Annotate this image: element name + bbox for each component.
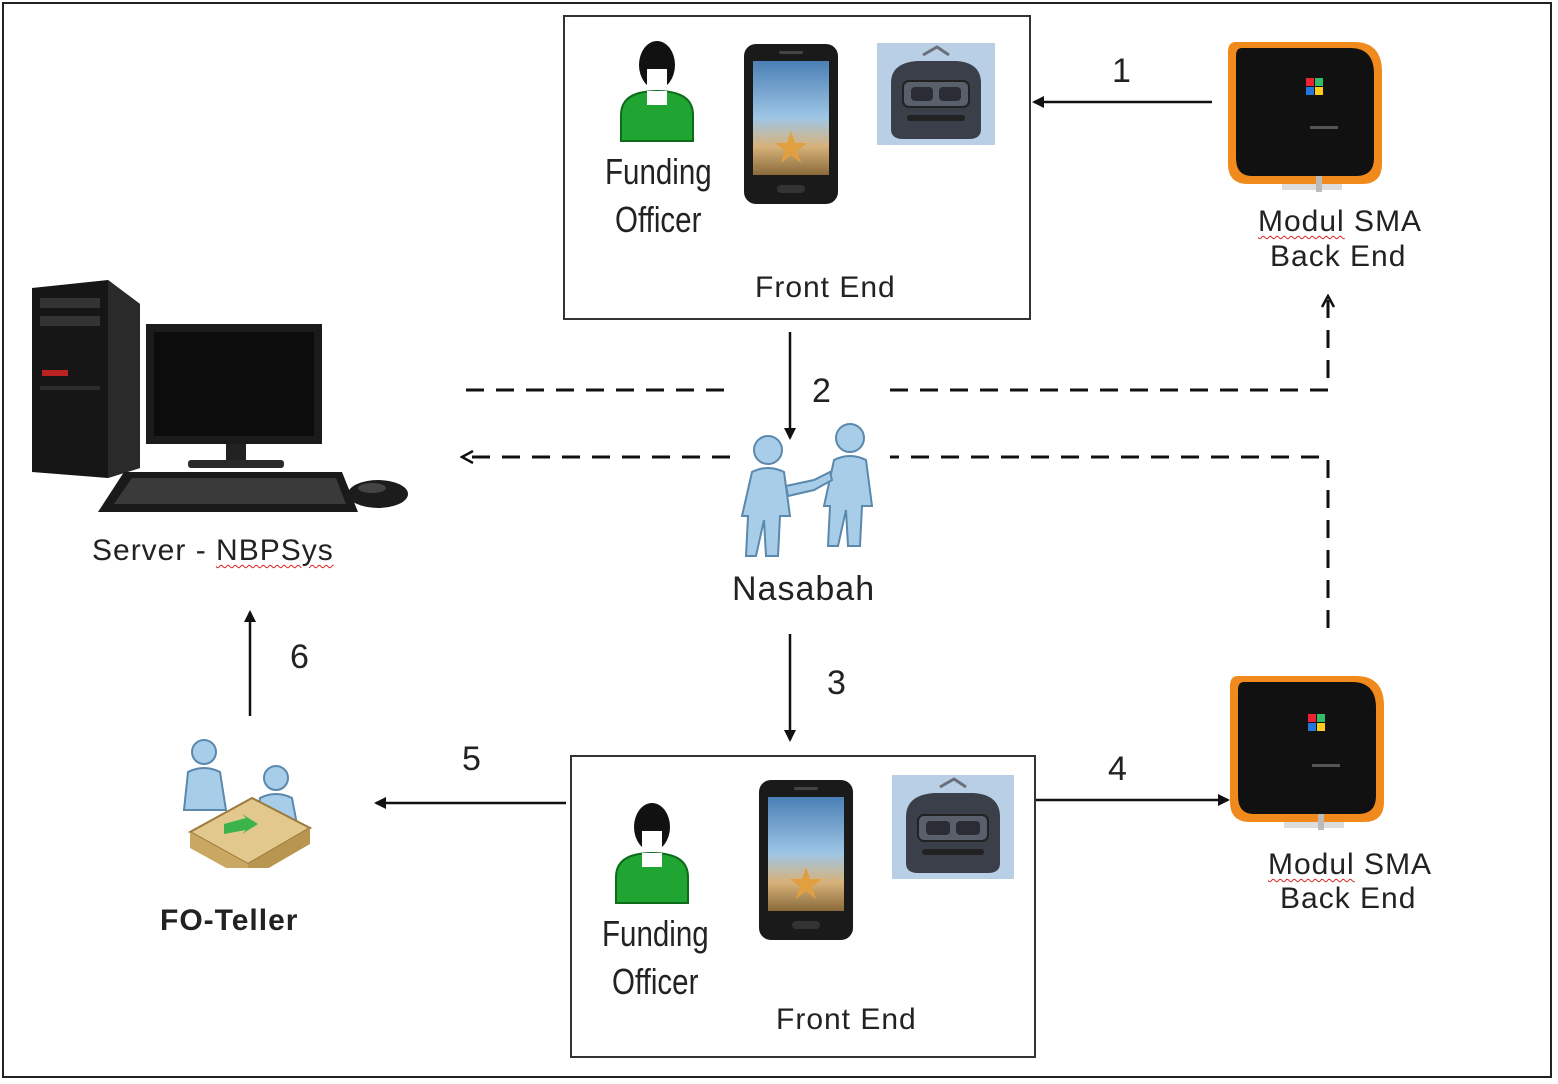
funding-officer-icon [620,41,694,142]
sma-bottom-label-line1: Modul SMA [1268,848,1433,881]
smartphone-icon [759,780,853,940]
funding-officer-label-line1: Funding [605,151,712,192]
step-label-5: 5 [462,740,481,778]
step-label-6: 6 [290,638,309,676]
nasabah-handshake-icon [740,423,874,557]
smartphone-icon [744,44,838,204]
nasabah-label: Nasabah [732,570,876,608]
front-end-box-bottom: Funding Officer Front End [570,755,1036,1058]
dashed-line-upper-right [890,296,1328,392]
funding-officer-icon [615,803,689,904]
front-end-label: Front End [755,271,896,304]
step-label-3: 3 [827,664,846,702]
fo-teller-label: FO-Teller [160,904,299,937]
funding-officer-label-line2: Officer [612,961,699,1002]
sma-device-icon [1228,42,1382,192]
sma-top-label-line2: Back End [1270,240,1407,273]
fo-teller-desk-icon [182,739,312,868]
front-end-box-top: Funding Officer Front End [563,15,1031,320]
step-label-2: 2 [812,372,831,410]
server-label: Server - NBPSys [92,534,334,567]
step-label-4: 4 [1108,750,1127,788]
funding-officer-label-line2: Officer [615,199,702,240]
sma-bottom-label-line2: Back End [1280,882,1417,915]
sma-device-icon [1230,676,1384,830]
printer-icon [892,775,1014,879]
server-computer-icon [32,280,408,512]
front-end-label: Front End [776,1003,917,1036]
funding-officer-label-line1: Funding [602,913,709,954]
step-label-1: 1 [1112,52,1131,90]
dashed-line-lower-right [890,455,1330,628]
sma-top-label-line1: Modul SMA [1258,205,1423,238]
printer-icon [877,43,995,145]
